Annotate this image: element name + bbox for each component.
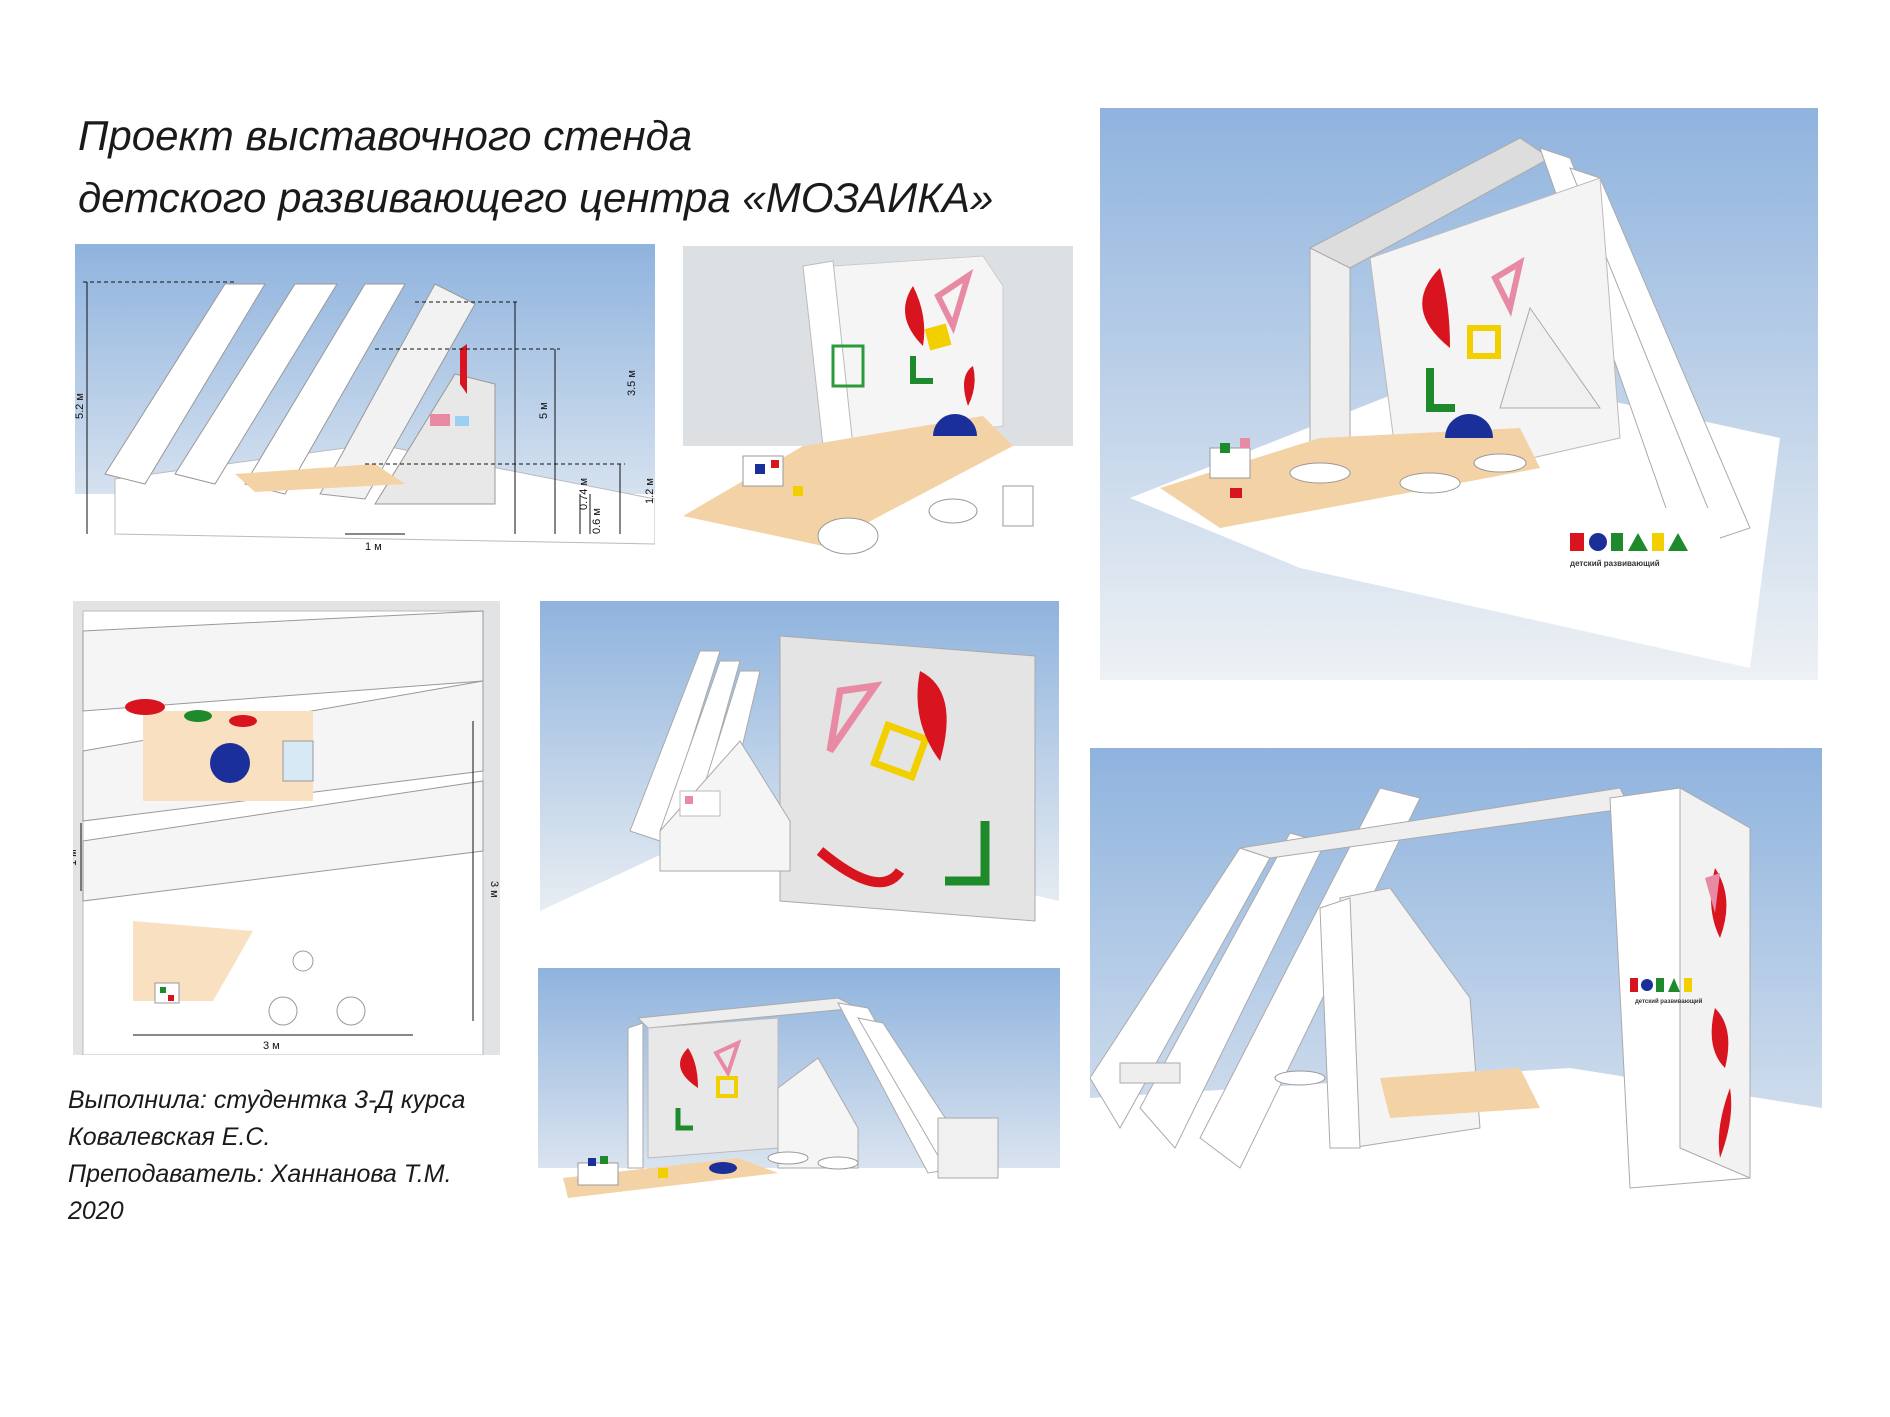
side-render: [540, 601, 1059, 933]
plan-side-label: 1 м: [73, 849, 79, 866]
title-line-2: детского развивающего центра «МОЗАИКА»: [78, 174, 994, 221]
credits-author-name: Ковалевская Е.С.: [68, 1123, 271, 1151]
credits-block: Выполнила: студентка 3-Д курса Ковалевск…: [68, 1082, 465, 1230]
plan-depth-label: 3 м: [488, 881, 500, 898]
dim-inner-height: 5 м: [538, 402, 550, 419]
credits-author-role: Выполнила: студентка 3-Д курса: [68, 1086, 466, 1114]
dim-step-1: 1.2 м: [644, 478, 655, 504]
logo-subtitle-1: детский развивающий: [1570, 559, 1660, 568]
title-line-1: Проект выставочного стенда: [78, 112, 693, 159]
dim-step-2: 0.74 м: [578, 478, 590, 510]
dim-step-3: 0.6 м: [591, 508, 603, 534]
front-render: [538, 968, 1060, 1223]
credits-teacher: Преподаватель: Ханнанова Т.М.: [68, 1160, 452, 1188]
dim-total-height: 5.2 м: [75, 393, 86, 419]
credits-year: 2020: [68, 1197, 124, 1225]
perspective-render-1: детский развивающий: [1100, 108, 1818, 680]
perspective-render-2: детский развивающий: [1090, 748, 1822, 1294]
elevation-drawing: 5.2 м 5 м 3.5 м 1.2 м 0.74 м 0.6 м 1 м: [75, 244, 655, 560]
plan-width-label: 3 м: [263, 1040, 280, 1052]
page-title: Проект выставочного стенда детского разв…: [78, 105, 993, 229]
dim-width-1m: 1 м: [365, 541, 382, 553]
dim-wall-height: 3.5 м: [626, 370, 638, 396]
interior-render: [683, 246, 1073, 558]
logo-subtitle-2: детский развивающий: [1635, 998, 1703, 1005]
floor-plan: 3 м 3 м 1 м: [73, 601, 500, 1055]
